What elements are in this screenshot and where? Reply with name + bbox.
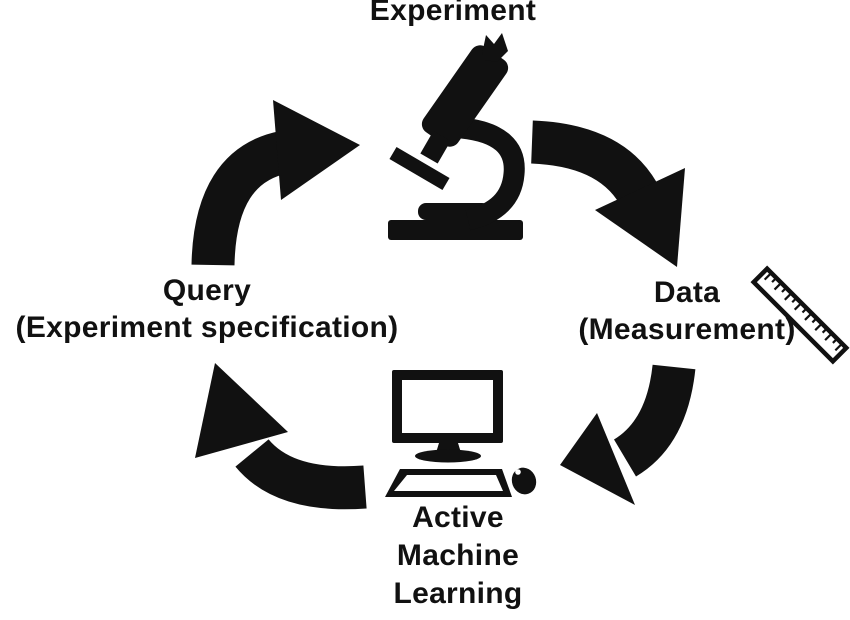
arrow-head bbox=[560, 413, 635, 505]
query-label-line1: Query bbox=[162, 274, 252, 307]
monitor-screen bbox=[402, 380, 493, 433]
ruler-body bbox=[750, 265, 850, 365]
microscope-objective bbox=[420, 131, 451, 164]
monitor-stand bbox=[415, 449, 481, 463]
data-label-line1: Data bbox=[653, 276, 721, 309]
aml-label-line2: Machine bbox=[396, 539, 520, 572]
active-machine-learning-label: Active Machine Learning bbox=[308, 499, 608, 613]
aml-label-line1: Active bbox=[412, 501, 504, 534]
arrow-head bbox=[595, 168, 685, 267]
arrow-shaft bbox=[235, 438, 367, 510]
data-label: Data (Measurement) bbox=[537, 274, 837, 348]
microscope-body-tube bbox=[421, 45, 509, 147]
arrow-shaft bbox=[191, 130, 290, 266]
experiment-to-data-arrow bbox=[530, 120, 685, 267]
microscope-base bbox=[388, 220, 523, 240]
ruler-ticks bbox=[763, 272, 843, 352]
microscope-arm bbox=[460, 117, 525, 231]
ruler-icon bbox=[750, 265, 850, 365]
arrow-shaft bbox=[613, 364, 696, 477]
mouse-icon bbox=[511, 467, 537, 495]
data-to-active-machine-learning-arrow bbox=[560, 364, 696, 505]
microscope-icon bbox=[388, 33, 525, 240]
keyboard-keys-area bbox=[394, 475, 503, 491]
experiment-label-text: Experiment bbox=[369, 0, 537, 27]
computer-icon bbox=[385, 370, 537, 497]
microscope-eyepiece bbox=[482, 33, 508, 62]
experiment-label: Experiment bbox=[303, 0, 603, 29]
arrow-shaft bbox=[530, 120, 657, 205]
arrow-head bbox=[195, 363, 288, 458]
query-label-line2: (Experiment specification) bbox=[15, 311, 399, 344]
data-label-line2: (Measurement) bbox=[578, 313, 796, 346]
query-label: Query (Experiment specification) bbox=[0, 272, 427, 346]
mouse-scroll-wheel bbox=[515, 469, 521, 475]
query-to-experiment-arrow bbox=[191, 100, 360, 266]
microscope-slide bbox=[389, 146, 450, 191]
active-machine-learning-to-query-arrow bbox=[195, 363, 367, 510]
arrow-head bbox=[273, 100, 360, 200]
aml-label-line3: Learning bbox=[393, 577, 523, 610]
